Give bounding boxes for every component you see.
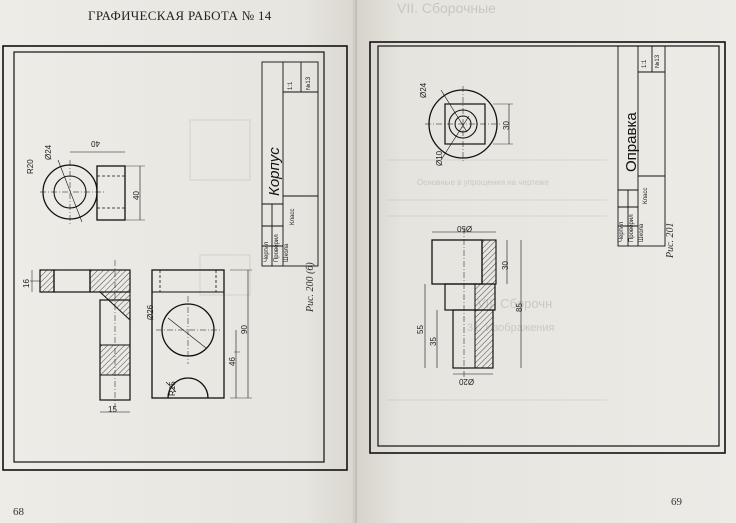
top-view: [40, 151, 145, 224]
bleed-text-2: VII. Сборочн: [477, 296, 553, 311]
class-label: Класс: [643, 187, 649, 204]
row-checked: Проверил: [274, 234, 280, 262]
front-section: [30, 260, 131, 413]
front-section: [424, 228, 522, 380]
bleed-text-4: Основные в упрощения на чертеже: [417, 178, 549, 187]
dim-85: 85: [515, 303, 524, 312]
bleed-through: [189, 119, 251, 296]
part-name-opravka: Оправка: [623, 112, 640, 172]
dim-90: 90: [240, 325, 249, 334]
sheet-number: №13: [306, 76, 312, 90]
dim-d10: Ø10: [435, 150, 444, 166]
dim-30-top: 30: [502, 121, 511, 130]
dim-46: 46: [228, 357, 237, 366]
inner-frame: [377, 45, 720, 447]
row-checked: Проверил: [629, 214, 635, 242]
scale-label: 1:1: [642, 59, 648, 68]
dim-d24: Ø24: [419, 82, 428, 98]
row-school: Школа: [639, 223, 645, 242]
bleed-text-1: VII. Сборочные: [397, 0, 496, 16]
figure-caption: Рис. 200 (б): [305, 262, 316, 312]
dim-d24: Ø24: [44, 144, 53, 160]
top-view: [425, 86, 513, 162]
dim-r15: R15: [168, 381, 177, 396]
row-school: Школа: [284, 243, 290, 262]
bleed-through: [387, 159, 607, 401]
dim-r20: R20: [26, 159, 35, 174]
outer-frame: [369, 41, 726, 454]
part-name-korpus: Корпус: [266, 147, 283, 196]
side-view: [151, 269, 252, 399]
dim-40-side: 40: [132, 191, 141, 200]
scale-label: 1:1: [288, 81, 294, 90]
page-number: 69: [671, 496, 682, 508]
title-block: [617, 45, 666, 247]
dim-30-front: 30: [501, 261, 510, 270]
sheet-number: №13: [655, 54, 661, 68]
inner-frame: [13, 51, 325, 463]
drawing-opravka: [369, 41, 726, 454]
dim-d20: Ø20: [459, 377, 475, 386]
class-label: Класс: [290, 208, 296, 225]
page-number: 68: [13, 506, 24, 518]
dim-35: 35: [429, 337, 438, 346]
drawing-korpus: [2, 45, 348, 471]
row-drew: Чертил: [619, 221, 625, 242]
dim-d26: Ø26: [146, 304, 155, 320]
dim-15: 15: [108, 405, 117, 414]
left-page: ГРАФИЧЕСКАЯ РАБОТА № 14: [0, 0, 357, 523]
dim-55: 55: [416, 325, 425, 334]
right-page: VII. Сборочные VII. Сборочн 31. Изображе…: [357, 0, 736, 523]
figure-caption: Рис. 201: [665, 222, 676, 258]
page-heading: ГРАФИЧЕСКАЯ РАБОТА № 14: [88, 8, 272, 23]
title-block: [261, 61, 319, 267]
outer-frame: [2, 45, 348, 471]
dim-16: 16: [22, 279, 31, 288]
dim-40-top: 40: [91, 139, 100, 148]
row-drew: Чертил: [264, 241, 270, 262]
dim-d50: Ø50: [457, 224, 473, 233]
